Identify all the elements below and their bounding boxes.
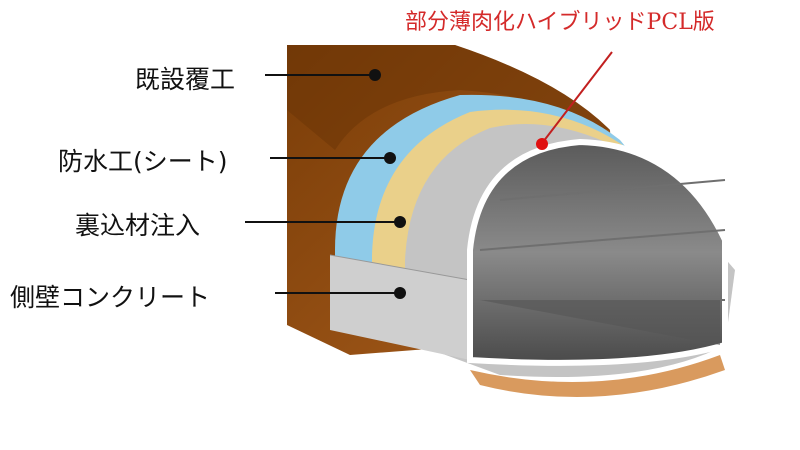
label-backfill-injection: 裏込材注入 (75, 211, 201, 240)
label-pcl-panel: 部分薄肉化ハイブリッドPCL版 (405, 10, 715, 35)
marker-existing-lining (369, 69, 381, 81)
invert-strip (470, 355, 725, 397)
marker-backfill (394, 216, 406, 228)
leader-lines (245, 74, 400, 294)
sidewall-concrete (330, 255, 470, 360)
pcl-leader-line (542, 51, 613, 143)
label-sidewall-concrete: 側壁コンクリート (10, 283, 211, 312)
marker-waterproofing (384, 152, 396, 164)
label-existing-lining: 既設覆工 (135, 65, 236, 94)
marker-pcl (536, 138, 548, 150)
marker-sidewall (394, 287, 406, 299)
label-waterproofing: 防水工(シート) (58, 147, 228, 176)
existing-lining-top (287, 45, 610, 150)
